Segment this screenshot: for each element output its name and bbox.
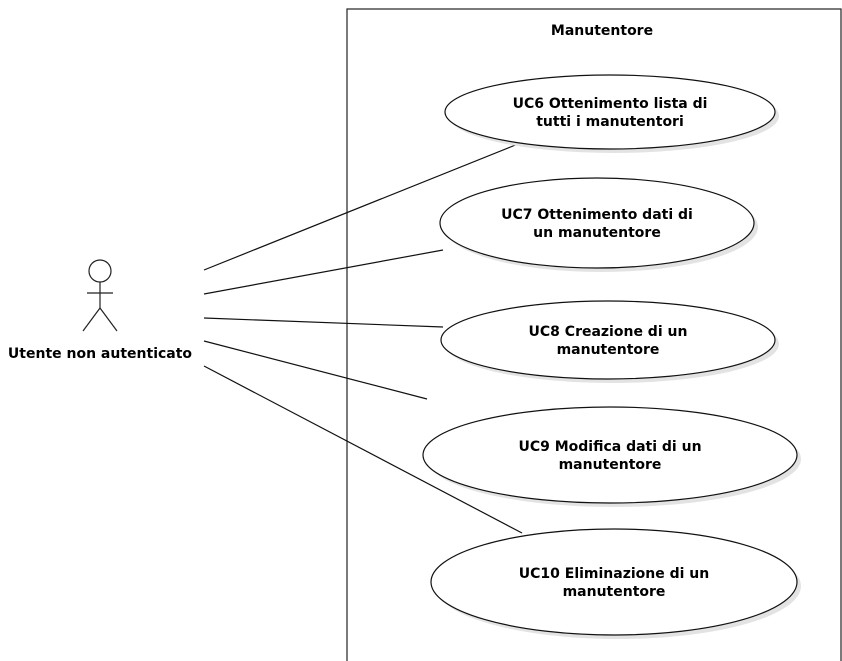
use-case-ellipse bbox=[440, 300, 776, 380]
actor-head bbox=[88, 259, 112, 283]
use-case-label-line2: un manutentore bbox=[533, 225, 661, 241]
actor[interactable]: Utente non autenticato bbox=[8, 259, 193, 362]
associations bbox=[203, 143, 523, 534]
use-case-ellipse bbox=[444, 74, 776, 150]
use-case-uc9[interactable]: UC9 Modifica dati di un manutentore bbox=[422, 406, 801, 507]
use-case-ellipse bbox=[439, 177, 755, 269]
use-case-label-line1: UC8 Creazione di un bbox=[529, 324, 688, 340]
stick-figure-icon bbox=[82, 259, 118, 332]
use-case-label-line1: UC6 Ottenimento lista di bbox=[513, 96, 708, 112]
use-case-ellipse bbox=[422, 406, 798, 504]
system-boundary-title: Manutentore bbox=[551, 23, 653, 39]
use-case-uc7[interactable]: UC7 Ottenimento dati di un manutentore bbox=[439, 177, 758, 272]
actor-leg-left bbox=[82, 307, 101, 332]
use-case-label-line2: tutti i manutentori bbox=[536, 114, 684, 130]
association-uc9 bbox=[203, 340, 428, 400]
use-case-uc6[interactable]: UC6 Ottenimento lista di tutti i manuten… bbox=[444, 74, 779, 153]
use-case-ellipse bbox=[430, 528, 798, 636]
actor-name: Utente non autenticato bbox=[8, 346, 193, 362]
association-uc6 bbox=[203, 143, 519, 271]
use-case-label-line1: UC9 Modifica dati di un bbox=[518, 439, 701, 455]
actor-leg-right bbox=[99, 307, 118, 332]
use-case-uc8[interactable]: UC8 Creazione di un manutentore bbox=[440, 300, 779, 383]
use-case-uc10[interactable]: UC10 Eliminazione di un manutentore bbox=[430, 528, 801, 639]
use-case-label-line1: UC10 Eliminazione di un bbox=[519, 566, 710, 582]
use-case-label-line1: UC7 Ottenimento dati di bbox=[501, 207, 693, 223]
association-uc10 bbox=[203, 365, 523, 534]
association-uc8 bbox=[203, 317, 444, 328]
use-case-label-line2: manutentore bbox=[559, 457, 662, 473]
association-uc7 bbox=[203, 249, 444, 295]
use-case-label-line2: manutentore bbox=[563, 584, 666, 600]
use-case-label-line2: manutentore bbox=[557, 342, 660, 358]
